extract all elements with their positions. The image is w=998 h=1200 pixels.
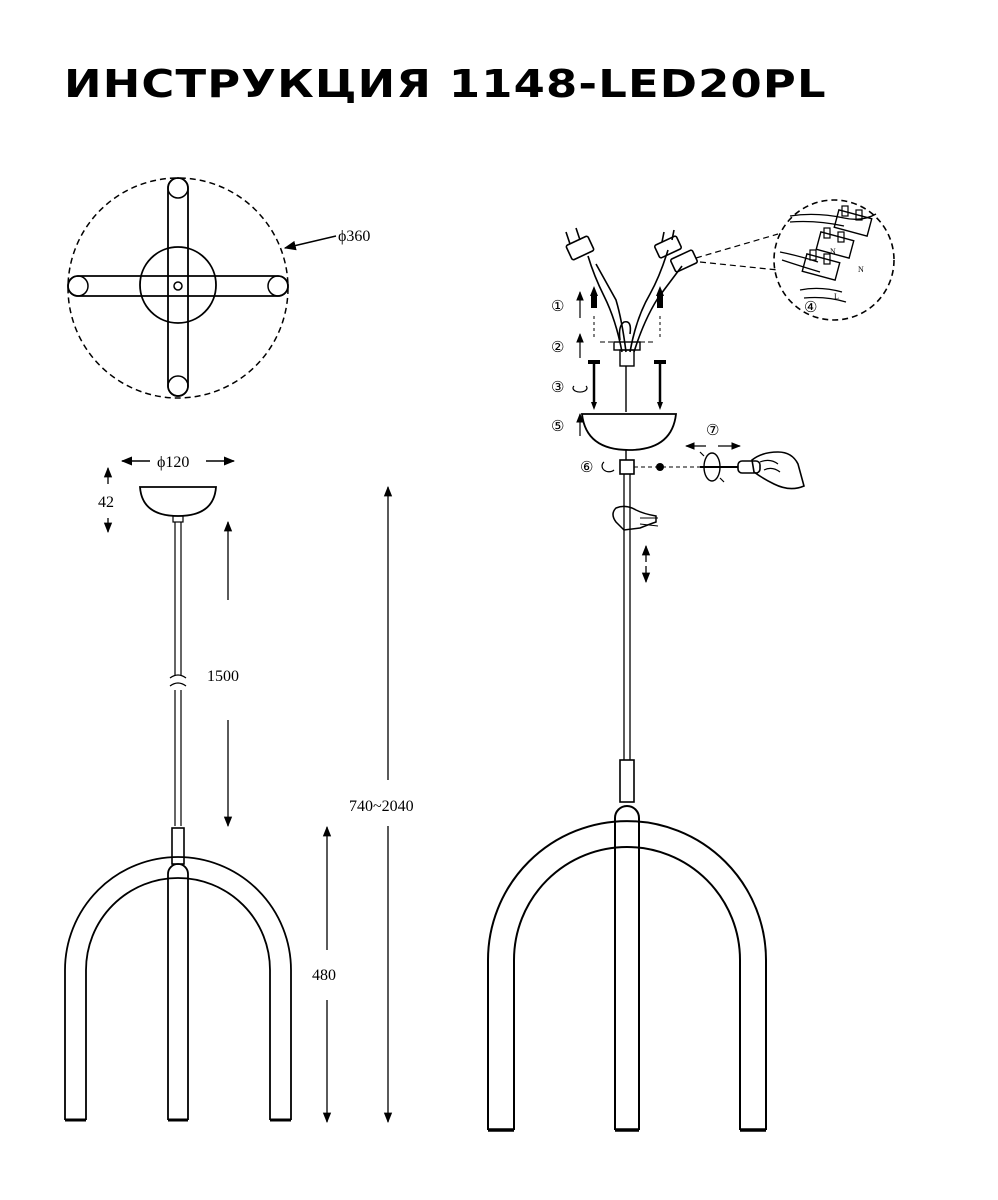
step-3: ③ — [551, 380, 564, 396]
central-tube — [167, 863, 189, 1120]
step-2: ② — [551, 340, 564, 356]
body-height-label: 480 — [312, 967, 336, 984]
canopy-height-label: 42 — [98, 494, 114, 511]
hand-icon — [751, 451, 805, 490]
lock-block — [619, 459, 635, 475]
inner-arch — [85, 877, 271, 1120]
step-5: ⑤ — [551, 419, 564, 435]
wire-right — [629, 249, 669, 353]
side-view: ϕ120 42 1500 480 740~204 — [64, 454, 414, 1124]
wire-left — [587, 255, 623, 353]
terminal-left — [565, 235, 595, 261]
install-canopy — [580, 413, 678, 451]
step-7: ⑦ — [706, 423, 719, 439]
neutral-wire-label: N — [830, 247, 836, 256]
top-view: ϕ360 — [67, 177, 370, 399]
outer-arch — [64, 856, 292, 1120]
screw-icon — [588, 286, 600, 410]
screwdriver-icon — [699, 451, 761, 483]
canopy-circle — [139, 246, 217, 324]
terminal-block — [815, 231, 855, 259]
neutral-wire-label: N — [858, 265, 864, 274]
screw-icon — [654, 286, 666, 410]
total-height-label: 740~2040 — [349, 798, 414, 815]
step-1: ① — [551, 299, 564, 315]
connector — [171, 827, 185, 865]
install-outer-arch — [487, 820, 767, 1130]
canopy — [139, 486, 217, 517]
install-central-tube — [614, 805, 640, 1130]
horizontal-arm — [67, 275, 289, 297]
install-connector — [619, 759, 635, 803]
outline-circle — [67, 177, 289, 399]
vertical-arm — [167, 177, 189, 397]
install-inner-arch — [513, 846, 741, 1130]
step-4: ④ — [804, 300, 817, 316]
diameter-canopy-label: ϕ120 — [157, 454, 189, 471]
installation-view: ① ② ③ ⑤ ⑥ ⑦ — [487, 227, 805, 1132]
terminal-block — [833, 209, 873, 237]
page-title: ИНСТРУКЦИЯ 1148-LED20PL — [64, 62, 827, 106]
terminal-block — [801, 253, 841, 281]
wiring-detail: N N L ④ — [695, 199, 895, 321]
terminal-right — [654, 235, 682, 259]
step-6: ⑥ — [580, 460, 593, 476]
detail-circle — [773, 199, 895, 321]
live-wire-label: L — [834, 292, 839, 301]
diameter-top-label: ϕ360 — [338, 228, 370, 245]
rotate-arrow-icon — [572, 385, 588, 393]
cable-length-label: 1500 — [207, 668, 239, 685]
mount-hook — [618, 320, 632, 341]
hand-icon — [612, 505, 659, 531]
